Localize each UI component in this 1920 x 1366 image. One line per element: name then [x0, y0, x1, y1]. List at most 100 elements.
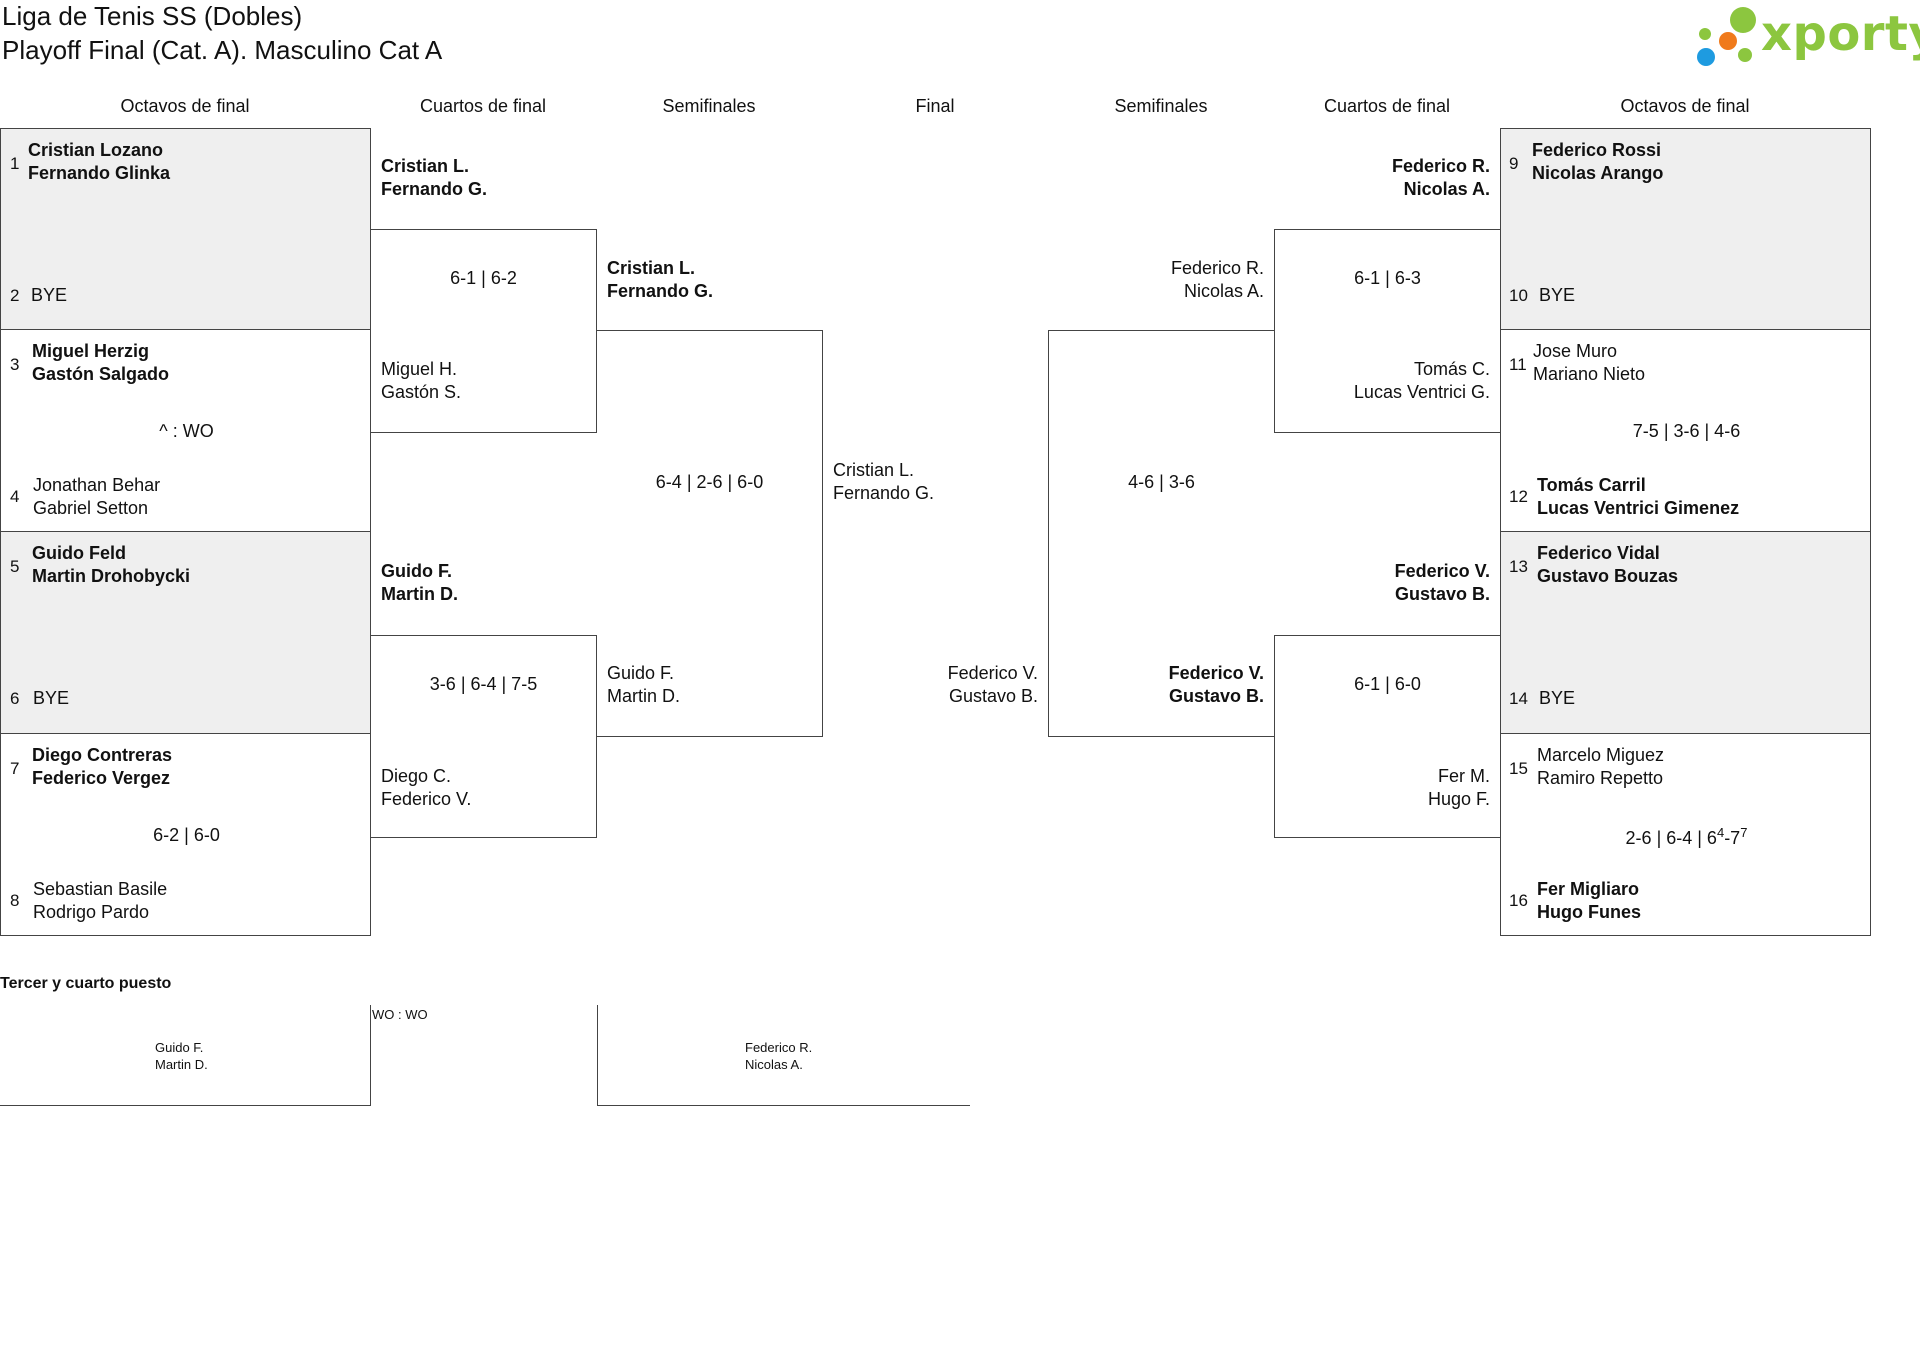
final-team-b: Federico V. Gustavo B.	[840, 662, 1038, 708]
r16-right-match-4[interactable]: 15 Marcelo Miguez Ramiro Repetto 2-6 | 6…	[1500, 733, 1871, 936]
third-place-score: WO : WO	[372, 1007, 428, 1022]
player-name: Federico Rossi	[1532, 140, 1662, 160]
r16-right-match-2[interactable]: 11 Jose Muro Mariano Nieto 7-5 | 3-6 | 4…	[1500, 329, 1871, 532]
match-score: 3-6 | 6-4 | 7-5	[429, 674, 538, 694]
match-score: 7-5 | 3-6 | 4-6	[1632, 421, 1741, 441]
player-name: Guido F.	[155, 1040, 204, 1055]
player-name: Jose Muro	[1533, 341, 1618, 361]
player-name: Fernando Glinka	[28, 163, 171, 183]
player-name: BYE	[31, 285, 68, 305]
player-name: Tomás C.	[1413, 359, 1490, 379]
seed-number: 13	[1509, 557, 1528, 576]
player-name: Gastón S.	[381, 382, 462, 402]
r16-left-match-1[interactable]: 1 Cristian Lozano Fernando Glinka 2 BYE	[0, 128, 371, 330]
player-name: Federico Vergez	[32, 768, 171, 788]
seed-number: 14	[1509, 689, 1528, 708]
player-name: Fernando G.	[381, 179, 488, 199]
tiebreak-score: 7	[1740, 825, 1748, 840]
round-header-right-sf: Semifinales	[1114, 96, 1208, 116]
seed-number: 15	[1509, 759, 1528, 778]
score-part: 2-6 | 6-4 | 6	[1625, 828, 1717, 848]
xporty-logo[interactable]: xporty	[1695, 4, 1920, 74]
round-header-left-sf: Semifinales	[662, 96, 756, 116]
seed-number: 9	[1509, 154, 1519, 173]
qf-left-1-bracket[interactable]	[370, 229, 597, 433]
tiebreak-score: 4	[1716, 825, 1725, 840]
player-name: Federico R.	[745, 1040, 813, 1055]
seed-number: 10	[1509, 286, 1528, 305]
logo-text: xporty	[1761, 6, 1920, 62]
player-name: Guido F.	[381, 561, 452, 581]
player-name: BYE	[1539, 285, 1576, 305]
player-name: Fer M.	[1438, 766, 1490, 786]
round-header-final: Final	[915, 96, 955, 116]
player-name: Martin Drohobycki	[32, 566, 191, 586]
player-name: Fernando G.	[607, 281, 714, 301]
r16-left-match-3[interactable]: 5 Guido Feld Martin Drohobycki 6 BYE	[0, 531, 371, 734]
third-place-team-b: Federico R. Nicolas A.	[745, 1039, 812, 1073]
seed-number: 3	[10, 355, 20, 374]
player-name: Martin D.	[155, 1057, 208, 1072]
round-header-right-qf: Cuartos de final	[1323, 96, 1451, 116]
match-score: 6-2 | 6-0	[153, 825, 220, 845]
player-name: Gastón Salgado	[32, 364, 170, 384]
player-name: Miguel H.	[381, 359, 458, 379]
player-name: Federico R.	[1170, 258, 1264, 278]
match-score: ^ : WO	[159, 421, 214, 441]
qf-right-2-loser: Fer M. Hugo F.	[1280, 765, 1490, 811]
qf-left-2-loser: Diego C. Federico V.	[381, 765, 471, 811]
r16-left-match-2[interactable]: 3 Miguel Herzig Gastón Salgado ^ : WO 4 …	[0, 329, 371, 532]
player-name: Gustavo B.	[948, 686, 1038, 706]
player-name: Gustavo B.	[1168, 686, 1264, 706]
third-place-team-a: Guido F. Martin D.	[155, 1039, 208, 1073]
qf-right-1-loser: Tomás C. Lucas Ventrici G.	[1280, 358, 1490, 404]
qf-right-1-bracket[interactable]	[1274, 229, 1501, 433]
player-name: Lucas Ventrici Gimenez	[1537, 498, 1740, 518]
r16-right-match-3[interactable]: 13 Federico Vidal Gustavo Bouzas 14 BYE	[1500, 531, 1871, 734]
match-score: 6-4 | 2-6 | 6-0	[655, 472, 764, 492]
third-place-team-b-bracket[interactable]	[597, 1005, 970, 1106]
player-name: BYE	[1539, 688, 1576, 708]
player-name: Guido F.	[607, 663, 675, 683]
player-name: Hugo Funes	[1537, 902, 1641, 922]
third-place-team-a-bracket[interactable]	[0, 1005, 371, 1106]
player-name: Cristian L.	[607, 258, 696, 278]
player-name: Tomás Carril	[1537, 475, 1646, 495]
qf-right-2-bracket[interactable]	[1274, 635, 1501, 838]
qf-left-2-winner: Guido F. Martin D.	[381, 560, 458, 606]
player-name: Miguel Herzig	[32, 341, 150, 361]
logo-dot-small-green-icon	[1699, 28, 1711, 40]
seed-number: 11	[1509, 355, 1527, 374]
player-name: Ramiro Repetto	[1537, 768, 1664, 788]
player-name: Nicolas A.	[1183, 281, 1264, 301]
match-score: 6-1 | 6-3	[1354, 268, 1421, 288]
page-title: Liga de Tenis SS (Dobles)	[2, 1, 303, 31]
seed-number: 16	[1509, 891, 1528, 910]
player-name: Rodrigo Pardo	[33, 902, 150, 922]
seed-number: 2	[10, 286, 20, 305]
sf-right-team-a: Federico R. Nicolas A.	[1060, 257, 1264, 303]
round-header-right-r16: Octavos de final	[1620, 96, 1750, 116]
seed-number: 6	[10, 689, 20, 708]
player-name: BYE	[33, 688, 70, 708]
qf-right-2-winner: Federico V. Gustavo B.	[1280, 560, 1490, 606]
seed-number: 5	[10, 557, 20, 576]
player-name: Fernando G.	[833, 483, 935, 503]
match-score: 6-1 | 6-2	[450, 268, 517, 288]
r16-right-match-1[interactable]: 9 Federico Rossi Nicolas Arango 10 BYE	[1500, 128, 1871, 330]
seed-number: 7	[10, 759, 20, 778]
seed-number: 8	[10, 891, 20, 910]
sf-left-loser: Guido F. Martin D.	[607, 662, 680, 708]
player-name: Gustavo Bouzas	[1537, 566, 1679, 586]
player-name: Gustavo B.	[1394, 584, 1490, 604]
sf-right-winner: Federico V. Gustavo B.	[1060, 662, 1264, 708]
qf-left-1-loser: Miguel H. Gastón S.	[381, 358, 461, 404]
player-name: Sebastian Basile	[33, 879, 168, 899]
sf-right-bracket[interactable]	[1048, 330, 1275, 737]
qf-right-1-winner: Federico R. Nicolas A.	[1280, 155, 1490, 201]
r16-left-match-4[interactable]: 7 Diego Contreras Federico Vergez 6-2 | …	[0, 733, 371, 936]
player-name: Federico V.	[1394, 561, 1490, 581]
player-name: Nicolas A.	[1403, 179, 1490, 199]
player-name: Hugo F.	[1427, 789, 1490, 809]
sf-left-bracket[interactable]	[596, 330, 823, 737]
